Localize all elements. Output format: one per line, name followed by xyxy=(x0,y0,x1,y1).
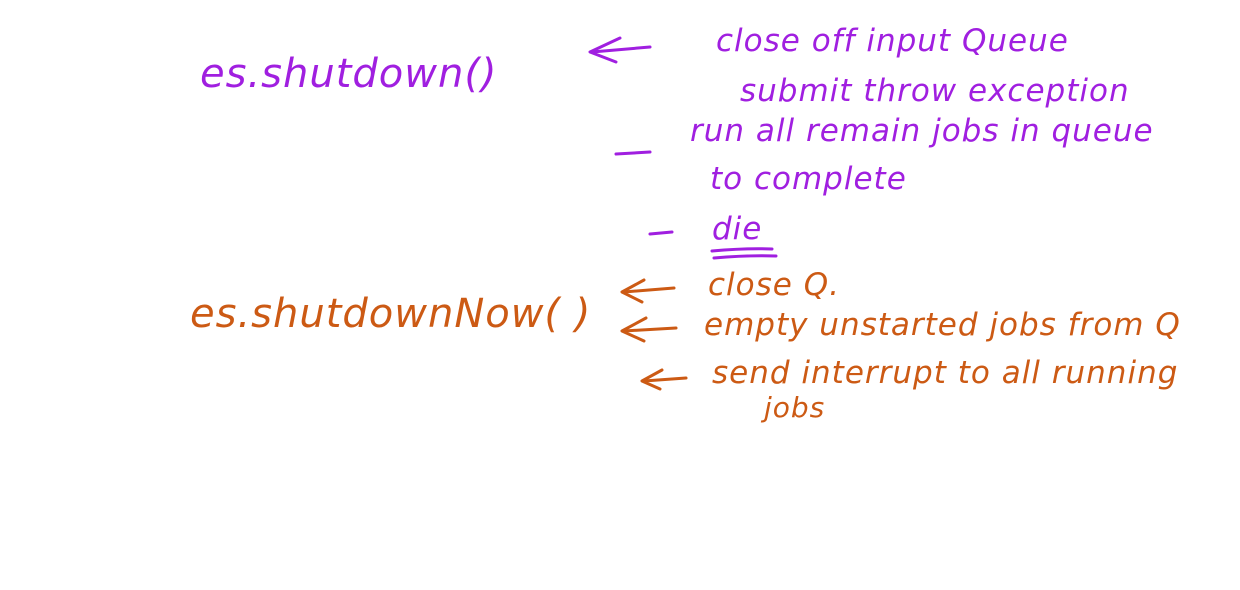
note-jobs: jobs xyxy=(764,391,826,424)
die-underline xyxy=(712,254,778,260)
note-to-complete: to complete xyxy=(710,161,907,197)
arrow-left-icon xyxy=(620,278,676,304)
note-close-input-queue: close off input Queue xyxy=(716,23,1069,59)
bullet-dash xyxy=(614,150,652,156)
bullet-dash xyxy=(648,230,674,236)
method-shutdown: es.shutdown() xyxy=(200,51,498,97)
note-die: die xyxy=(712,211,763,247)
arrow-left-icon xyxy=(640,368,688,391)
note-close-q: close Q. xyxy=(708,267,840,303)
arrow-left-icon xyxy=(620,316,678,343)
note-empty-unstarted: empty unstarted jobs from Q xyxy=(704,307,1181,343)
die-underline xyxy=(710,247,774,253)
method-shutdown-now: es.shutdownNow( ) xyxy=(190,291,592,337)
note-run-remaining: run all remain jobs in queue xyxy=(690,113,1154,149)
arrow-left-icon xyxy=(588,36,652,64)
note-send-interrupt: send interrupt to all running xyxy=(712,355,1179,391)
note-submit-throw: submit throw exception xyxy=(740,73,1130,109)
